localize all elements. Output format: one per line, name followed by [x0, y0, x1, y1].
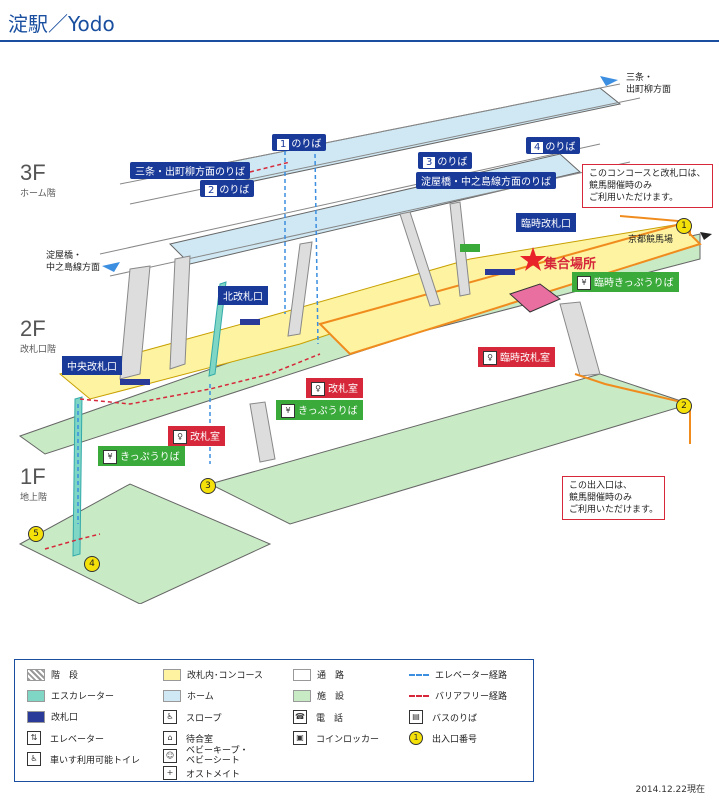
- ostomate-icon: +: [163, 766, 177, 780]
- rinji-ticket-office: ¥臨時きっぷうりば: [572, 272, 679, 292]
- exit-1: 1: [676, 218, 692, 234]
- platform-down-sign: 淀屋橋・中之島線方面のりば: [416, 172, 556, 189]
- legend-baby: ☺ベビーキープ・ ベビーシート: [163, 746, 248, 766]
- slope-icon: ♿: [163, 710, 177, 724]
- platform-swatch: [163, 689, 181, 702]
- locker-icon: ▣: [293, 731, 307, 745]
- legend-passage: 通 路: [293, 668, 344, 681]
- elevator-icon: ⇅: [27, 731, 41, 745]
- legend-slope: ♿スロープ: [163, 710, 221, 724]
- legend-el-route: エレベーター経路: [409, 668, 507, 681]
- ticket-icon: ¥: [103, 450, 117, 464]
- phone-icon: ☎: [293, 710, 307, 724]
- rinji-concourse: [318, 222, 702, 356]
- direction-keiba: 京都競馬場: [628, 235, 674, 245]
- ticket-office-2: ¥きっぷうりば: [276, 400, 363, 420]
- legend-gate: 改札口: [27, 710, 78, 723]
- bus-icon: ▤: [409, 710, 423, 724]
- chuo-gate-label: 中央改札口: [62, 356, 122, 375]
- ticket-icon: ¥: [577, 276, 591, 290]
- station-map: [18, 76, 712, 604]
- baby-icon: ☺: [163, 749, 177, 763]
- gate-room-2: ♀改札室: [306, 378, 363, 398]
- floor-1f-sub: 地上階: [20, 493, 48, 503]
- floor-3f-label: 3F: [20, 160, 46, 185]
- legend-stairs: 階 段: [27, 668, 78, 681]
- legend-escalator: エスカレーター: [27, 689, 114, 702]
- floor-1f-label: 1F: [20, 464, 46, 489]
- note-concourse: このコンコースと改札口は、 競馬開催時のみ ご利用いただけます。: [582, 164, 713, 208]
- note-exit: この出入口は、 競馬開催時のみ ご利用いただけます。: [562, 476, 666, 520]
- exit-number-icon: 1: [409, 731, 423, 745]
- exit-5: 5: [28, 526, 44, 542]
- ticket-icon: ¥: [281, 404, 295, 418]
- exit-3: 3: [200, 478, 216, 494]
- waiting-room-icon: ⌂: [163, 731, 177, 745]
- legend-platform: ホーム: [163, 689, 214, 702]
- passage-swatch: [293, 668, 311, 681]
- page-title: 淀駅／Yodo: [8, 12, 115, 36]
- toilet-icon: ♀: [483, 351, 497, 365]
- escalator-icon: [27, 689, 45, 702]
- barrier-free-route-line: [409, 694, 429, 697]
- date-stamp: 2014.12.22現在: [635, 785, 705, 795]
- rinji-gate-room: ♀臨時改札室: [478, 347, 555, 367]
- floor-2f-sub: 改札口階: [20, 345, 57, 355]
- meeting-star: [520, 247, 546, 271]
- gate-room-1: ♀改札室: [168, 426, 225, 446]
- toilet-icon: ♿: [27, 752, 41, 766]
- legend-ostomate: +オストメイト: [163, 766, 240, 780]
- exit-2: 2: [676, 398, 692, 414]
- floor1-ground: [18, 483, 272, 604]
- stairs-icon: [27, 668, 45, 681]
- legend-waiting: ⌂待合室: [163, 731, 213, 745]
- meeting-point-label: 集合場所: [544, 257, 597, 272]
- legend-concourse: 改札内･コンコース: [163, 668, 263, 681]
- toilet-icon: ♀: [311, 382, 325, 396]
- legend-elevator: ⇅エレベーター: [27, 731, 104, 745]
- legend-bus: ▤バスのりば: [409, 710, 477, 724]
- title-rule: [0, 40, 719, 42]
- elevator-route-line: [409, 673, 429, 676]
- platform-up-sign: 三条・出町柳方面のりば: [130, 162, 250, 179]
- direction-up: 三条・ 出町柳方面: [626, 73, 672, 95]
- legend-facility: 施 設: [293, 689, 344, 702]
- floor-3f-sub: ホーム階: [20, 189, 56, 199]
- rinji-gate-label: 臨時改札口: [516, 213, 576, 232]
- facility-swatch: [293, 689, 311, 702]
- legend: 階 段 エスカレーター 改札口 ⇅エレベーター ♿車いす利用可能トイレ 改札内･…: [14, 659, 534, 782]
- direction-down: 淀屋橋・ 中之島線方面: [46, 251, 101, 273]
- exit-4: 4: [84, 556, 100, 572]
- legend-locker: ▣コインロッカー: [293, 731, 379, 745]
- legend-bf-route: バリアフリー経路: [409, 689, 507, 702]
- kita-gate-label: 北改札口: [218, 286, 268, 305]
- gate-icon: [27, 710, 45, 723]
- ticket-office-1: ¥きっぷうりば: [98, 446, 185, 466]
- toilet-icon: ♀: [173, 430, 187, 444]
- legend-toilet: ♿車いす利用可能トイレ: [27, 752, 140, 766]
- concourse-swatch: [163, 668, 181, 681]
- floor-2f-label: 2F: [20, 316, 46, 341]
- legend-phone: ☎電 話: [293, 710, 343, 724]
